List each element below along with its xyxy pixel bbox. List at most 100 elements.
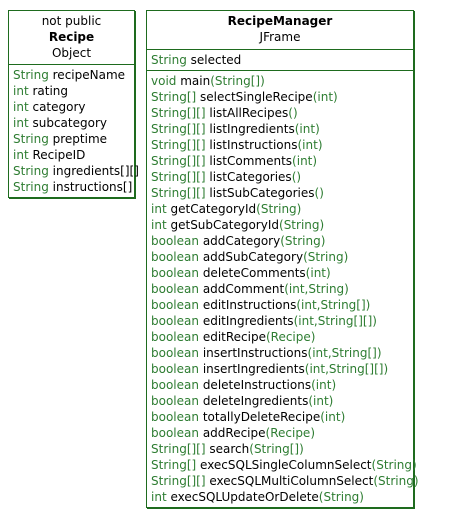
method-row: String[] selectSingleRecipe(int) [151, 90, 338, 104]
method-return-type: String[][] [151, 122, 206, 136]
method-params: int,String [288, 282, 345, 296]
method-params: String [283, 218, 320, 232]
method-params: int [302, 138, 318, 152]
class-name: RecipeManager [227, 14, 333, 28]
method-row: int getSubCategoryId(String) [151, 218, 325, 232]
method-return-type: String[][] [151, 154, 206, 168]
method-params: int [299, 122, 316, 136]
method-name: editInstructions [202, 298, 297, 312]
method-row: int getCategoryId(String) [151, 202, 302, 216]
method-return-type: int [151, 218, 167, 232]
method-row: boolean addCategory(String) [151, 234, 326, 248]
class-header: not public Recipe Object [9, 11, 134, 64]
method-params: int,String[][] [298, 314, 373, 328]
method-return-type: boolean [151, 234, 199, 248]
field-name: subcategory [32, 116, 107, 130]
field-name: recipeName [52, 68, 126, 82]
field-name: selected [190, 53, 242, 67]
method-params: Recipe [270, 330, 311, 344]
field-name: preptime [52, 132, 108, 146]
method-params: int,String[][] [309, 362, 384, 376]
method-name: listCategories [209, 170, 292, 184]
method-name: selectSingleRecipe [200, 90, 313, 104]
method-name: deleteComments [202, 266, 306, 280]
method-params: String[] [214, 74, 261, 88]
method-params: String [376, 458, 413, 472]
method-params: int [313, 394, 329, 408]
method-name: execSQLSingleColumnSelect [200, 458, 372, 472]
class-name: Recipe [48, 30, 95, 44]
method-params: int,String[] [312, 346, 377, 360]
method-return-type: boolean [151, 266, 199, 280]
method-params: String [323, 490, 360, 504]
field-type: int [13, 116, 29, 130]
method-name: listSubCategories [209, 186, 315, 200]
class-header: RecipeManager JFrame [147, 11, 413, 49]
method-name: getCategoryId [170, 202, 257, 216]
method-params: String [284, 234, 321, 248]
class-stereotype: not public [41, 14, 102, 28]
method-row: boolean addRecipe(Recipe) [151, 426, 316, 440]
field-type: int [13, 148, 29, 162]
field-type: String [151, 53, 187, 67]
class-parent: Object [51, 46, 92, 60]
method-name: editRecipe [202, 330, 266, 344]
method-return-type: boolean [151, 314, 199, 328]
method-row: String[][] search(String[]) [151, 442, 304, 456]
method-return-type: int [151, 202, 167, 216]
method-row: String[][] listCategories() [151, 170, 302, 184]
method-return-type: int [151, 490, 167, 504]
method-params: int [296, 154, 313, 168]
method-row: boolean insertInstructions(int,String[]) [151, 346, 382, 360]
method-return-type: boolean [151, 426, 199, 440]
field-row: String preptime [13, 131, 130, 147]
method-name: listAllRecipes [209, 106, 289, 120]
method-name: insertIngredients [202, 362, 305, 376]
method-return-type: boolean [151, 362, 199, 376]
method-name: listIngredients [209, 122, 295, 136]
method-params: String [307, 250, 344, 264]
method-row: int execSQLUpdateOrDelete(String) [151, 490, 364, 504]
field-type: String [13, 164, 49, 178]
field-name: RecipeID [32, 148, 86, 162]
field-name: rating [32, 84, 69, 98]
method-return-type: boolean [151, 250, 199, 264]
method-return-type: boolean [151, 298, 199, 312]
method-row: boolean deleteComments(int) [151, 266, 331, 280]
method-name: editIngredients [202, 314, 294, 328]
class-parent: JFrame [259, 30, 301, 44]
fields-section: String selected [147, 49, 413, 70]
method-row: void main(String[]) [151, 74, 265, 88]
method-params: int,String[] [301, 298, 366, 312]
method-name: execSQLUpdateOrDelete [170, 490, 319, 504]
method-row: boolean totallyDeleteRecipe(int) [151, 410, 346, 424]
method-return-type: boolean [151, 378, 199, 392]
method-params: int [315, 378, 332, 392]
method-name: listInstructions [209, 138, 298, 152]
method-return-type: void [151, 74, 177, 88]
field-row: String recipeName [13, 67, 130, 83]
field-type: String [13, 180, 49, 194]
method-params: String[] [253, 442, 300, 456]
method-return-type: boolean [151, 394, 199, 408]
method-row: String[][] listComments(int) [151, 154, 318, 168]
method-params: int [317, 90, 334, 104]
field-name: instructions[] [52, 180, 133, 194]
field-type: String [13, 68, 49, 82]
method-return-type: String[][] [151, 170, 206, 184]
method-row: boolean addSubCategory(String) [151, 250, 349, 264]
method-return-type: String[] [151, 458, 197, 472]
method-params: Recipe [270, 426, 311, 440]
method-name: addCategory [202, 234, 281, 248]
method-return-type: boolean [151, 410, 199, 424]
method-name: addRecipe [202, 426, 266, 440]
method-name: search [209, 442, 250, 456]
class-box-recipemanager: RecipeManager JFrame String selected voi… [146, 10, 419, 508]
method-row: String[][] listSubCategories() [151, 186, 324, 200]
field-row: String ingredients[][] [13, 163, 139, 179]
method-row: boolean deleteIngredients(int) [151, 394, 334, 408]
method-row: boolean editRecipe(Recipe) [151, 330, 316, 344]
method-name: totallyDeleteRecipe [202, 410, 321, 424]
field-type: int [13, 100, 29, 114]
